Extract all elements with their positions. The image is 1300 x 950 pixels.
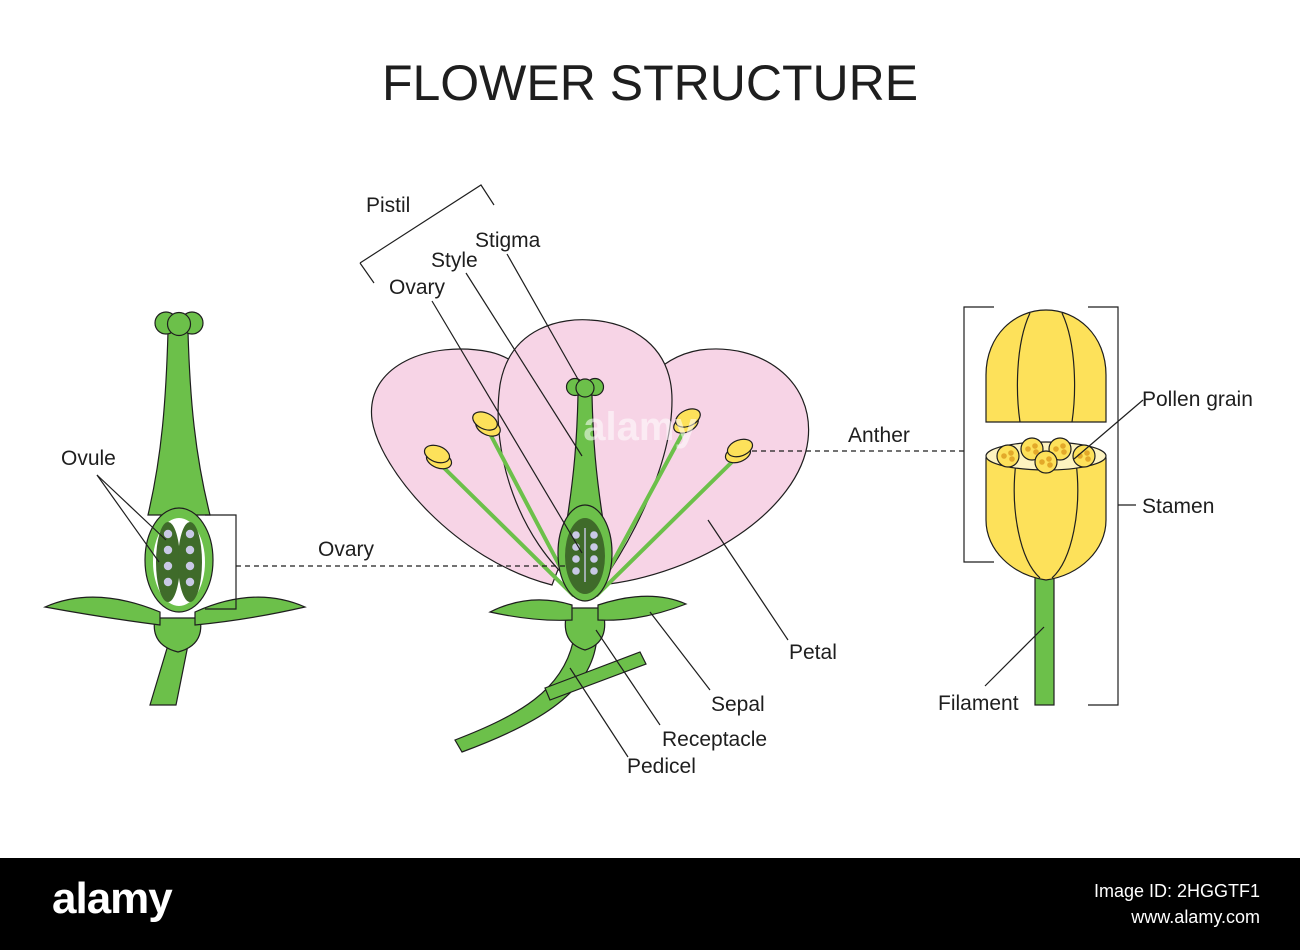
anther-upper-seam — [1061, 312, 1076, 423]
filament-line — [595, 454, 740, 597]
left-sepal-left — [42, 596, 161, 626]
anther-head — [726, 438, 754, 458]
left-style — [147, 331, 211, 516]
pollen-grain — [1039, 459, 1045, 465]
label-receptacle: Receptacle — [662, 728, 767, 751]
pollen-grain-leader — [1073, 399, 1144, 460]
pollen-sac — [1072, 444, 1096, 468]
sepal-leader — [649, 611, 711, 691]
label-petal: Petal — [789, 641, 837, 664]
filament-leader — [984, 626, 1045, 687]
ovule — [590, 567, 598, 575]
label-pollen-grain: Pollen grain — [1142, 388, 1253, 411]
left-ovule — [163, 529, 173, 539]
ovule — [572, 567, 580, 575]
left-pedicel — [149, 644, 189, 706]
center-flower-illustration — [370, 319, 810, 753]
pollen-grain — [1009, 456, 1015, 462]
left-ovule — [185, 545, 195, 555]
ovule — [590, 531, 598, 539]
sepal-right — [597, 595, 688, 621]
flower-structure-diagram: FLOWER STRUCTURE — [42, 55, 1253, 778]
label-anther: Anther — [848, 424, 910, 447]
left-pistil-illustration — [42, 311, 307, 706]
style-leader — [465, 272, 583, 457]
pollen-grain — [1001, 453, 1007, 459]
ovary-top-leader — [431, 300, 583, 554]
label-pedicel: Pedicel — [627, 755, 696, 778]
left-sepal-right — [194, 596, 307, 626]
pollen-grain — [1085, 456, 1091, 462]
ovule — [572, 531, 580, 539]
pollen-grain — [1084, 450, 1090, 456]
left-ovule — [163, 577, 173, 587]
pedicel-main — [454, 641, 597, 753]
anther-head — [423, 444, 451, 464]
left-ovule — [163, 545, 173, 555]
receptacle-leader — [595, 629, 661, 726]
pollen-sac — [996, 444, 1020, 468]
right-stamen-illustration — [963, 306, 1119, 706]
left-ovule — [163, 561, 173, 571]
pollen-grain — [1046, 456, 1052, 462]
label-stigma: Stigma — [475, 229, 541, 252]
anther-lobe-seam — [1013, 461, 1041, 579]
page-title: FLOWER STRUCTURE — [382, 55, 918, 111]
labels: Pistil Stigma Style Ovary Ovule Ovary An… — [61, 194, 1253, 778]
pistil-bracket — [359, 184, 495, 284]
label-sepal: Sepal — [711, 693, 765, 716]
label-ovule: Ovule — [61, 447, 116, 470]
pedicel-leader — [569, 667, 629, 758]
anther-upper — [985, 309, 1107, 423]
left-ovary-bracket — [205, 514, 237, 610]
stamen-bracket — [1088, 306, 1119, 706]
left-ovule — [185, 577, 195, 587]
stigma-leader — [506, 253, 580, 382]
pollen-grain — [1053, 446, 1059, 452]
footer-site: www.alamy.com — [1131, 907, 1260, 927]
anther-lower — [985, 457, 1107, 581]
label-pistil: Pistil — [366, 194, 410, 217]
left-ovule — [185, 561, 195, 571]
label-filament: Filament — [938, 692, 1019, 715]
ovule-leader — [96, 474, 160, 563]
footer-image-info: Image ID: 2HGGTF1 www.alamy.com — [1094, 878, 1260, 930]
filament — [1034, 567, 1055, 706]
left-ovule — [185, 529, 195, 539]
label-ovary-mid: Ovary — [318, 538, 375, 561]
label-style: Style — [431, 249, 478, 272]
pollen-grain — [1025, 446, 1031, 452]
petal-leader — [707, 519, 789, 641]
anther-bracket — [963, 306, 994, 563]
left-receptacle — [153, 617, 202, 653]
ovule-leader — [96, 474, 167, 541]
left-stigma-lobe — [166, 311, 192, 337]
footer-logo: alamy — [52, 874, 173, 923]
label-stamen: Stamen — [1142, 495, 1214, 518]
ovule — [590, 555, 598, 563]
pollen-grain — [1060, 443, 1066, 449]
anther-upper-seam — [1016, 312, 1031, 423]
anther-lobe-seam — [1051, 461, 1079, 579]
sepal-left — [488, 599, 573, 621]
pollen-grain — [1033, 449, 1039, 455]
pedicel-branch — [544, 651, 647, 701]
filament-line — [437, 461, 575, 597]
label-ovary-top: Ovary — [389, 276, 446, 299]
watermark-text: alamy — [583, 405, 697, 449]
footer-image-id: Image ID: 2HGGTF1 — [1093, 881, 1260, 901]
pollen-grain — [1061, 449, 1067, 455]
anther-head — [675, 408, 701, 428]
ovule — [572, 555, 580, 563]
pollen-grain — [1047, 462, 1053, 468]
ovule — [590, 543, 598, 551]
anther-head — [472, 411, 498, 431]
pollen-sac — [1034, 450, 1058, 474]
stigma-lobe — [575, 378, 595, 398]
pollen-grain — [1032, 443, 1038, 449]
footer-bar: alamy Image ID: 2HGGTF1 www.alamy.com — [0, 858, 1300, 950]
pollen-grain — [1008, 450, 1014, 456]
leader-lines — [96, 184, 1144, 758]
